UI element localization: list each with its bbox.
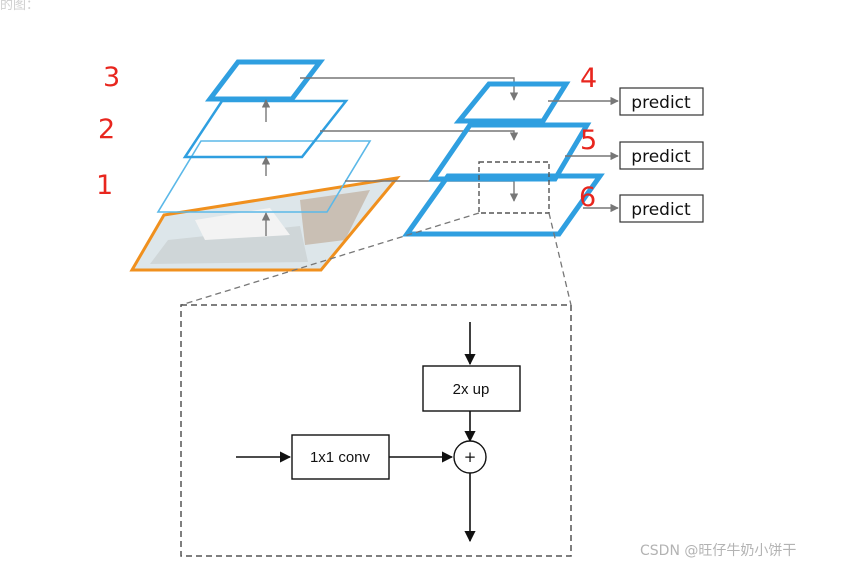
conv-label: 1x1 conv — [310, 449, 371, 466]
level-number-1: 1 — [96, 170, 113, 201]
level-number-5: 5 — [580, 125, 597, 156]
level-number-4: 4 — [580, 63, 597, 94]
top-down-level-6 — [402, 173, 605, 237]
predict-box-2: predict — [619, 141, 704, 170]
sum-node: + — [453, 440, 487, 474]
detail-dashed-frame — [180, 304, 572, 557]
bottom-up-level-2 — [182, 99, 349, 159]
plus-symbol: + — [464, 448, 477, 466]
level-number-3: 3 — [103, 62, 120, 93]
zoom-line-left — [180, 212, 480, 306]
cropped-top-text: 的图： — [0, 0, 40, 13]
predict-box-1: predict — [619, 87, 704, 116]
csdn-watermark: CSDN @旺仔牛奶小饼干 — [640, 543, 797, 559]
predict-label-2: predict — [631, 147, 691, 167]
predict-label-1: predict — [631, 93, 691, 113]
predict-box-3: predict — [619, 194, 704, 223]
upsample-box: 2x up — [422, 365, 521, 412]
level-number-6: 6 — [579, 182, 596, 213]
bottom-up-level-3 — [204, 59, 326, 102]
lateral-connection-2 — [320, 130, 519, 141]
top-down-level-4 — [453, 81, 571, 124]
zoom-line-right — [548, 212, 572, 306]
top-down-level-5 — [428, 122, 592, 182]
zoom-region-box — [478, 161, 550, 214]
conv-box: 1x1 conv — [291, 434, 390, 480]
input-image — [129, 175, 401, 272]
level-number-2: 2 — [98, 114, 115, 145]
predict-label-3: predict — [631, 200, 691, 220]
lateral-connection-3 — [300, 77, 519, 101]
upsample-label: 2x up — [453, 381, 490, 398]
